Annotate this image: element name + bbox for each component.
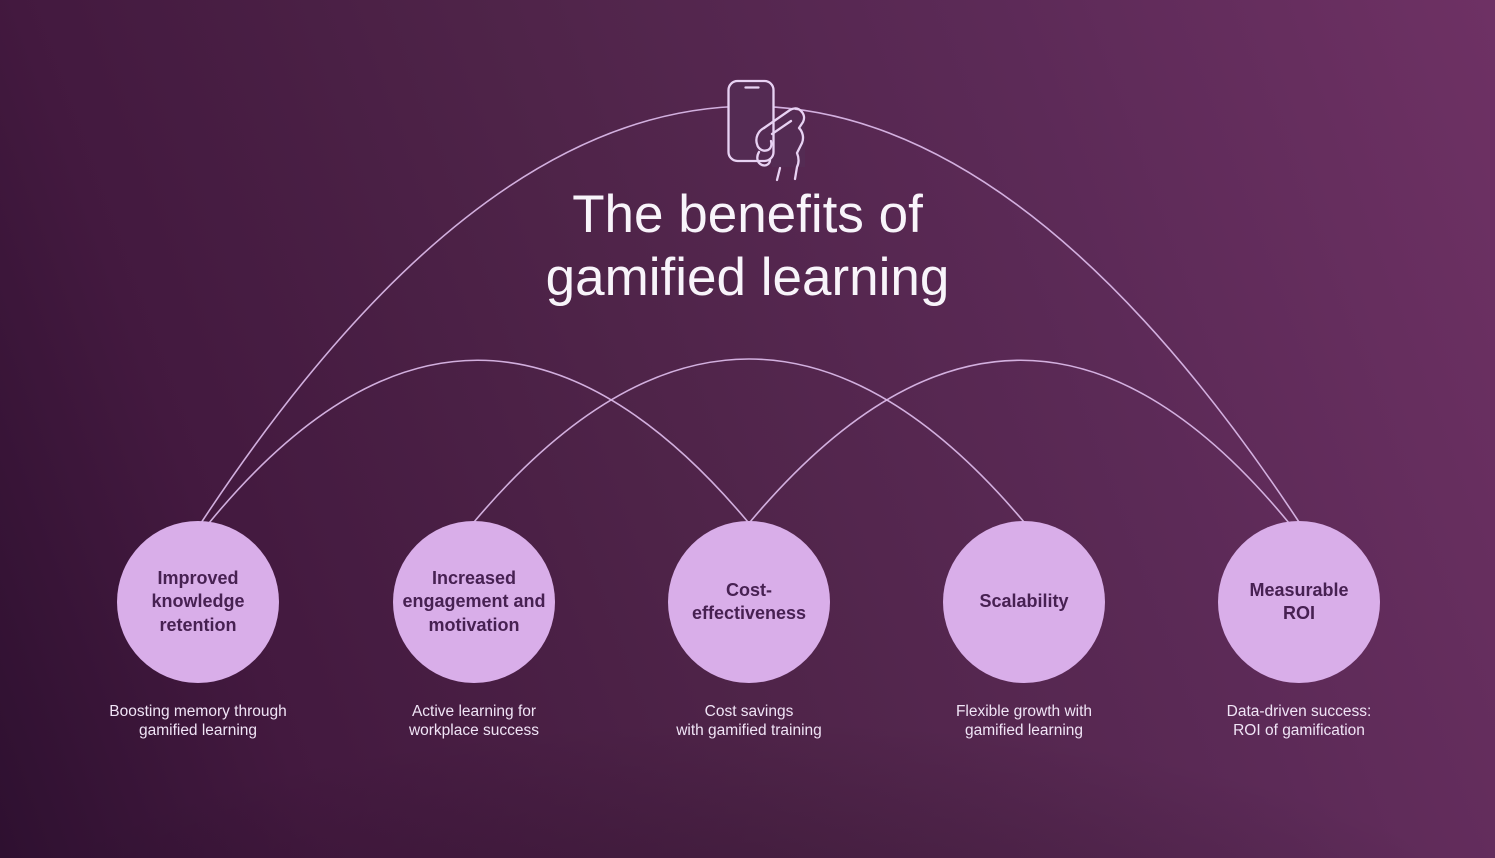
phone-in-hand-icon bbox=[727, 79, 806, 182]
benefit-item-3: Cost- effectiveness Cost savings with ga… bbox=[619, 521, 879, 741]
benefit-circle-5: Measurable ROI bbox=[1218, 521, 1380, 683]
arc-circle1-to-circle5 bbox=[200, 105, 1300, 524]
benefit-label: Improved knowledge retention bbox=[151, 568, 245, 635]
benefit-item-2: Increased engagement and motivation Acti… bbox=[344, 521, 604, 741]
benefit-circle-1: Improved knowledge retention bbox=[117, 521, 279, 683]
benefit-item-4: Scalability Flexible growth with gamifie… bbox=[894, 521, 1154, 741]
benefit-circle-4: Scalability bbox=[943, 521, 1105, 683]
benefit-circle-2: Increased engagement and motivation bbox=[393, 521, 555, 683]
hand-outline bbox=[762, 107, 806, 181]
benefit-item-5: Measurable ROI Data-driven success: ROI … bbox=[1169, 521, 1429, 741]
benefit-label: Measurable ROI bbox=[1249, 579, 1349, 623]
arc-circle3-to-circle5 bbox=[749, 359, 1290, 524]
finger-knuckle-line bbox=[770, 119, 793, 136]
thumb bbox=[755, 126, 773, 152]
benefit-description: Cost savings with gamified training bbox=[676, 703, 822, 739]
benefit-description: Flexible growth with gamified learning bbox=[955, 703, 1093, 739]
benefit-description: Data-driven success: ROI of gamification bbox=[1226, 703, 1372, 739]
wrist-line bbox=[775, 166, 782, 182]
benefit-label: Scalability bbox=[979, 591, 1069, 612]
benefit-item-1: Improved knowledge retention Boosting me… bbox=[68, 521, 328, 741]
phone-body bbox=[727, 79, 775, 163]
curled-finger bbox=[756, 150, 772, 167]
benefit-description: Boosting memory through gamified learnin… bbox=[109, 703, 287, 739]
benefit-label: Cost- effectiveness bbox=[691, 579, 807, 623]
benefit-description: Active learning for workplace success bbox=[408, 703, 540, 739]
arc-circle1-to-circle3 bbox=[208, 359, 749, 524]
benefit-circle-3: Cost- effectiveness bbox=[668, 521, 830, 683]
page-title: The benefits of gamified learning bbox=[545, 185, 950, 307]
arc-circle2-to-circle4 bbox=[473, 358, 1025, 523]
benefit-label: Increased engagement and motivation bbox=[402, 568, 546, 635]
